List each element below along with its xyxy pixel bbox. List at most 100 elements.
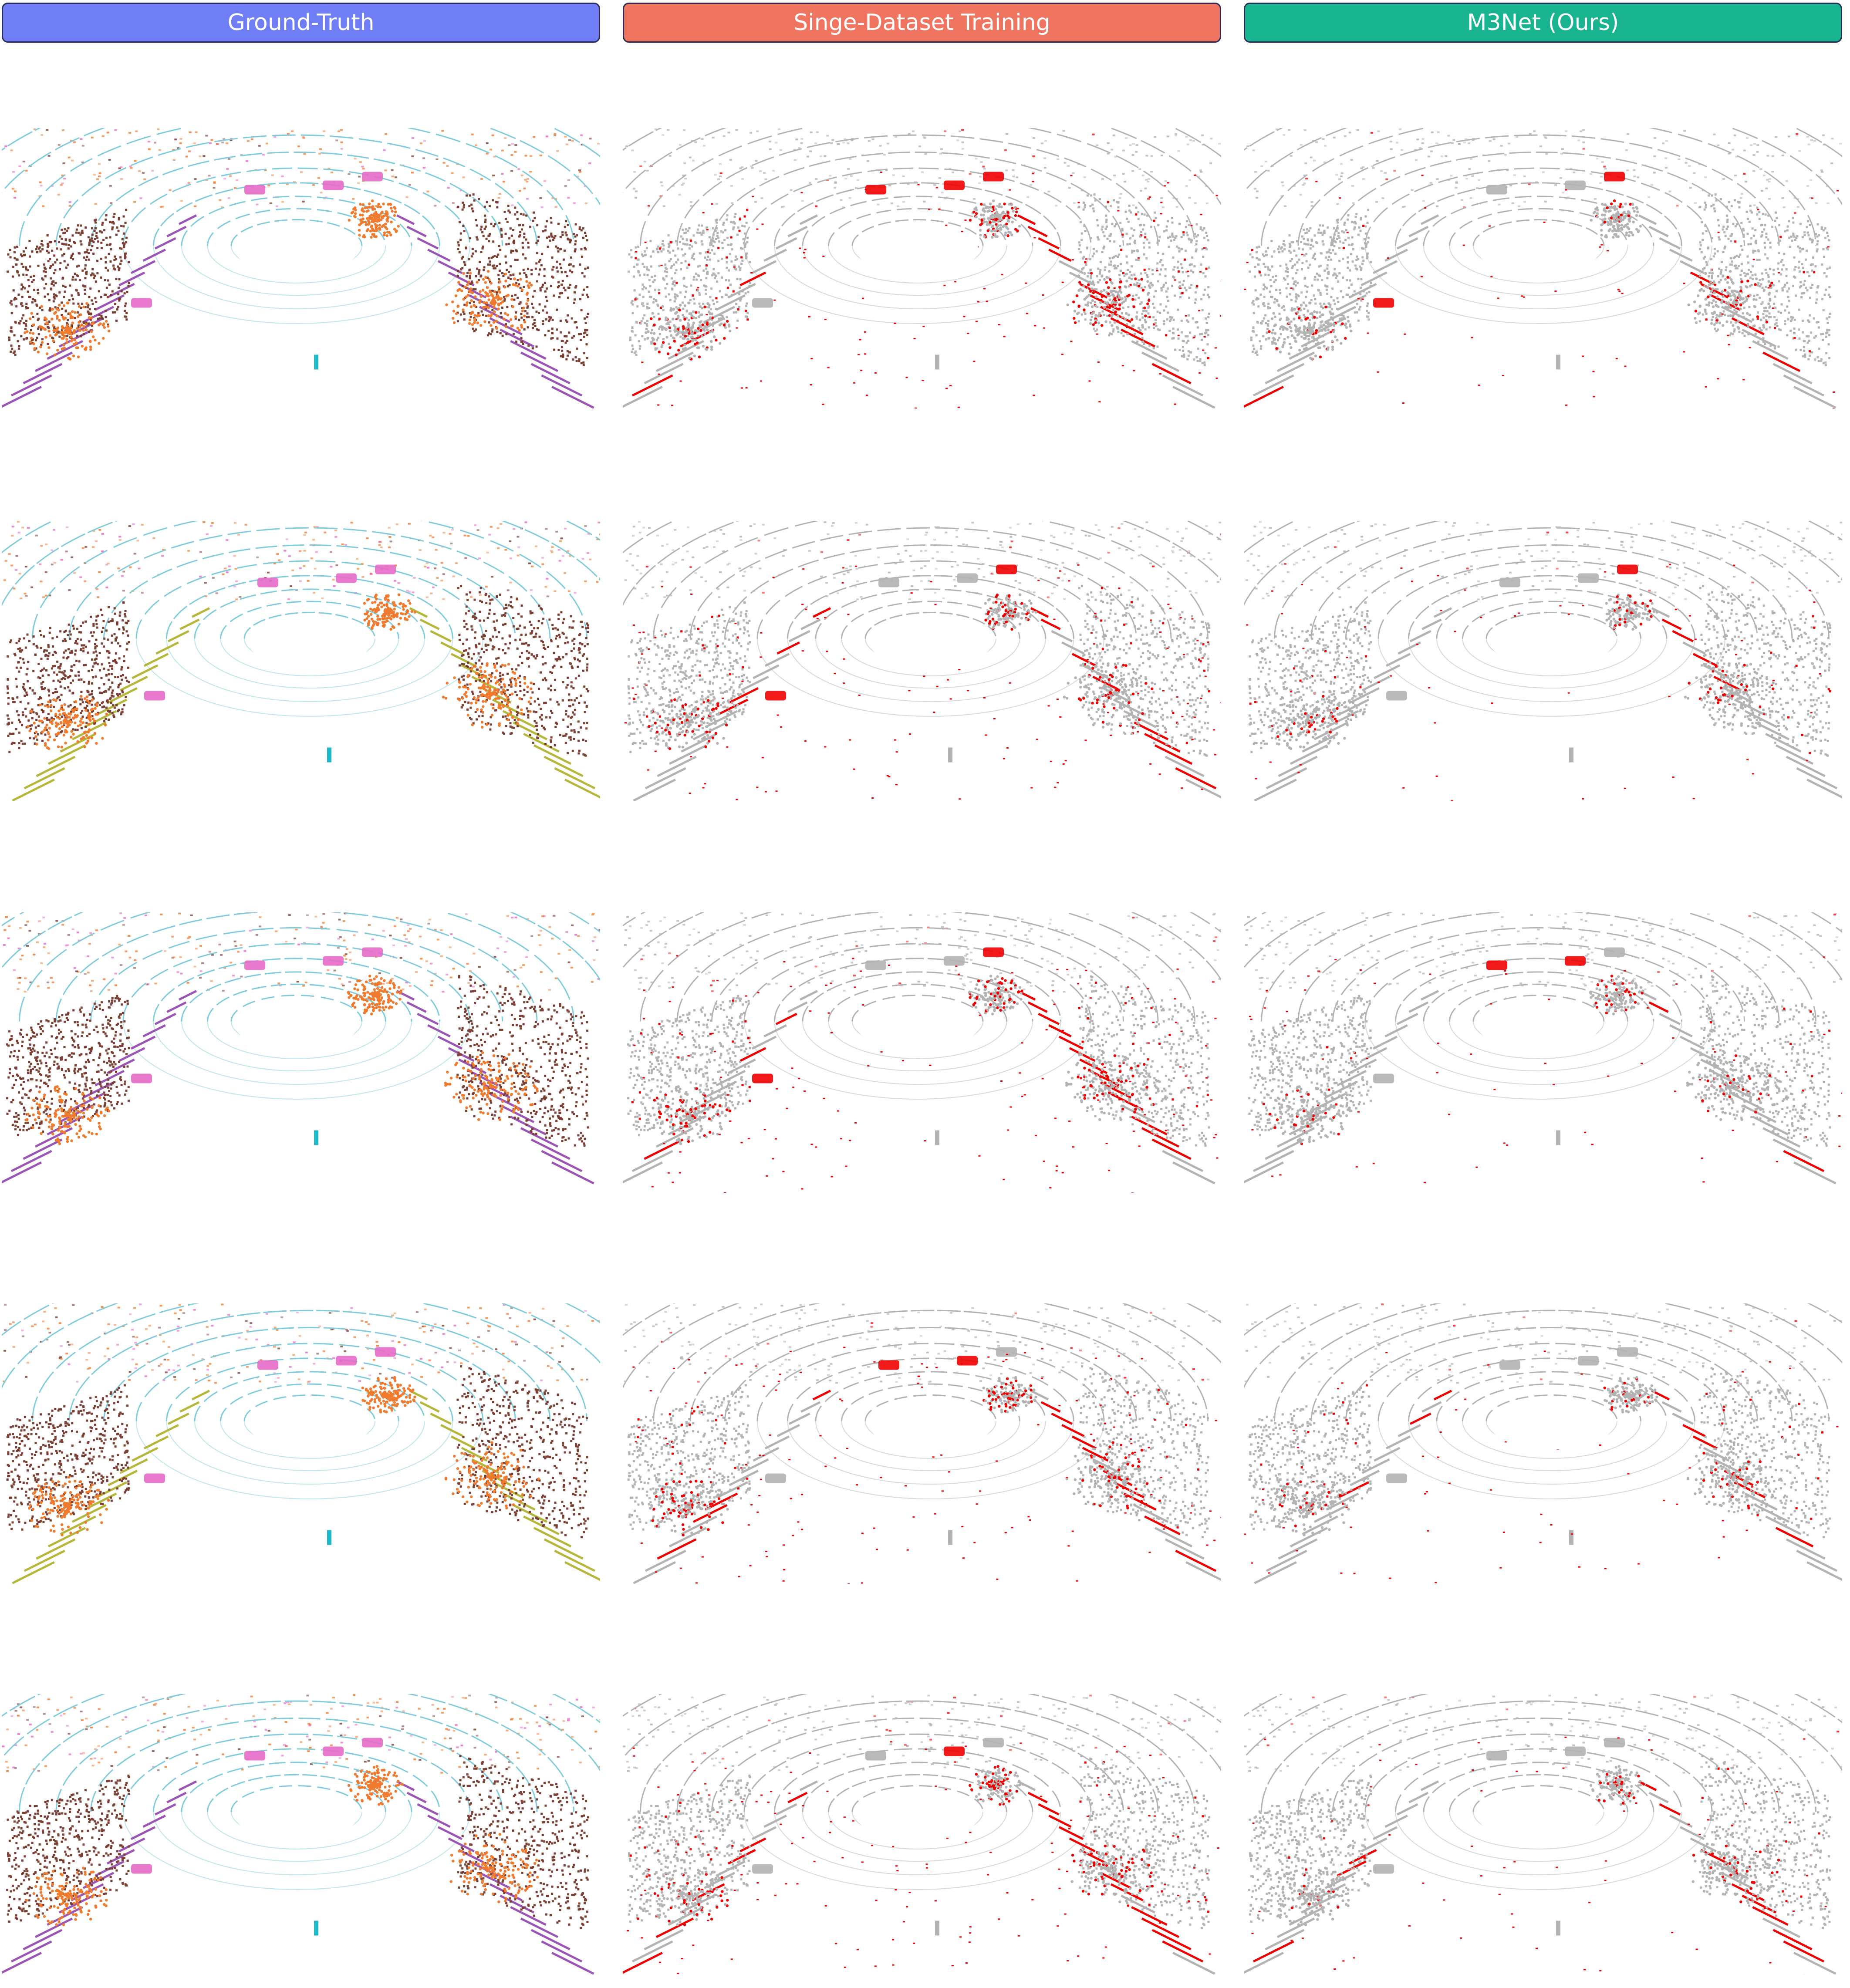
point-cloud-render xyxy=(1244,128,1842,408)
road-scan-rings xyxy=(1244,1694,1842,1890)
road-scan-rings xyxy=(2,1694,600,1890)
sidewalk-points xyxy=(633,607,1221,801)
vehicle-points xyxy=(131,1738,383,1936)
point-cloud-render xyxy=(2,521,600,801)
error-points xyxy=(635,172,1221,408)
error-points xyxy=(1249,956,1842,1183)
vehicle-points xyxy=(144,564,396,763)
vegetation-points xyxy=(28,1376,540,1536)
vehicle-points xyxy=(1386,564,1638,763)
road-scan-rings xyxy=(2,128,600,324)
sidewalk-points xyxy=(1244,1780,1836,1974)
scene-1-gt-panel xyxy=(2,128,600,408)
background-clutter xyxy=(624,912,1221,993)
ego-blind-spot xyxy=(857,1792,979,1840)
vegetation-points xyxy=(27,593,533,750)
point-cloud-render xyxy=(1244,1694,1842,1974)
scene-5-gt-panel xyxy=(2,1694,600,1974)
point-cloud-render xyxy=(1244,1303,1842,1584)
scene-5-m3net-panel xyxy=(1244,1694,1842,1974)
error-points xyxy=(1244,1350,1839,1583)
vegetation-points xyxy=(645,199,1154,361)
road-scan-rings xyxy=(2,912,600,1100)
point-cloud-render xyxy=(1244,521,1842,801)
error-points xyxy=(632,1347,1221,1584)
ego-blind-spot xyxy=(236,1002,358,1050)
vehicle-points xyxy=(144,1347,396,1545)
scene-5-single-panel xyxy=(623,1694,1221,1974)
ego-blind-spot xyxy=(1478,1002,1600,1050)
building-points xyxy=(627,1755,1210,1929)
building-points xyxy=(1248,585,1831,757)
scene-2-single-panel xyxy=(623,521,1221,801)
ego-blind-spot xyxy=(1491,619,1613,667)
sidewalk-points xyxy=(623,1780,1215,1974)
road-scan-rings xyxy=(623,1694,1221,1890)
road-scan-rings xyxy=(2,1303,600,1499)
background-clutter xyxy=(1244,1694,1842,1774)
ego-blind-spot xyxy=(1491,1401,1613,1450)
point-cloud-render xyxy=(623,912,1221,1193)
ego-blind-spot xyxy=(236,226,358,274)
vehicle-points xyxy=(752,947,1004,1145)
building-points xyxy=(1248,975,1831,1147)
road-scan-rings xyxy=(623,1303,1221,1499)
vehicle-points xyxy=(1386,1347,1638,1545)
scene-3-m3net-panel xyxy=(1244,912,1842,1193)
scene-2-m3net-panel xyxy=(1244,521,1842,801)
road-scan-rings xyxy=(1244,912,1842,1100)
road-scan-rings xyxy=(1244,128,1842,324)
vegetation-points xyxy=(646,1765,1160,1927)
point-cloud-render xyxy=(2,1694,600,1974)
vehicle-points xyxy=(1373,1738,1625,1936)
building-points xyxy=(6,1755,589,1929)
scene-1-single-panel xyxy=(623,128,1221,408)
ego-blind-spot xyxy=(249,619,371,667)
point-cloud-render xyxy=(623,128,1221,408)
vehicle-points xyxy=(131,172,383,370)
building-points xyxy=(1248,1365,1831,1539)
vegetation-points xyxy=(645,975,1160,1145)
vegetation-points xyxy=(24,975,539,1145)
point-cloud-render xyxy=(1244,912,1842,1185)
building-points xyxy=(6,975,589,1147)
vegetation-points xyxy=(648,593,1154,750)
building-points xyxy=(6,1365,589,1539)
ego-blind-spot xyxy=(857,226,979,274)
point-cloud-render xyxy=(2,912,600,1185)
point-cloud-render xyxy=(623,1694,1221,1974)
point-cloud-render xyxy=(623,521,1221,801)
point-cloud-render xyxy=(2,1303,600,1584)
background-clutter xyxy=(1246,128,1842,209)
scene-2-gt-panel xyxy=(2,521,600,801)
background-clutter xyxy=(625,521,1221,601)
scene-3-single-panel xyxy=(623,912,1221,1193)
ego-blind-spot xyxy=(236,1792,358,1840)
error-points xyxy=(1251,1736,1827,1974)
ego-blind-spot xyxy=(249,1401,371,1450)
vegetation-points xyxy=(1266,199,1775,361)
vegetation-points xyxy=(1270,1376,1782,1536)
vehicle-points xyxy=(752,1738,1004,1936)
road-scan-rings xyxy=(623,128,1221,324)
sidewalk-points xyxy=(1244,214,1836,408)
column-header-m3net: M3Net (Ours) xyxy=(1244,3,1842,43)
ego-blind-spot xyxy=(1478,226,1600,274)
vehicle-points xyxy=(752,172,1004,370)
sidewalk-points xyxy=(12,1390,600,1584)
point-cloud-render xyxy=(623,1303,1221,1584)
background-clutter xyxy=(4,128,600,209)
background-clutter xyxy=(3,912,600,993)
scene-4-m3net-panel xyxy=(1244,1303,1842,1584)
column-header-single: Singe-Dataset Training xyxy=(623,3,1221,43)
road-scan-rings xyxy=(1244,1303,1842,1499)
scene-4-gt-panel xyxy=(2,1303,600,1584)
vegetation-points xyxy=(1269,593,1775,750)
building-points xyxy=(1249,193,1831,366)
background-clutter xyxy=(1246,521,1842,601)
scene-4-single-panel xyxy=(623,1303,1221,1584)
ego-blind-spot xyxy=(857,1002,979,1050)
background-clutter xyxy=(1245,912,1842,993)
vegetation-points xyxy=(1267,1765,1781,1927)
road-scan-rings xyxy=(623,521,1221,717)
